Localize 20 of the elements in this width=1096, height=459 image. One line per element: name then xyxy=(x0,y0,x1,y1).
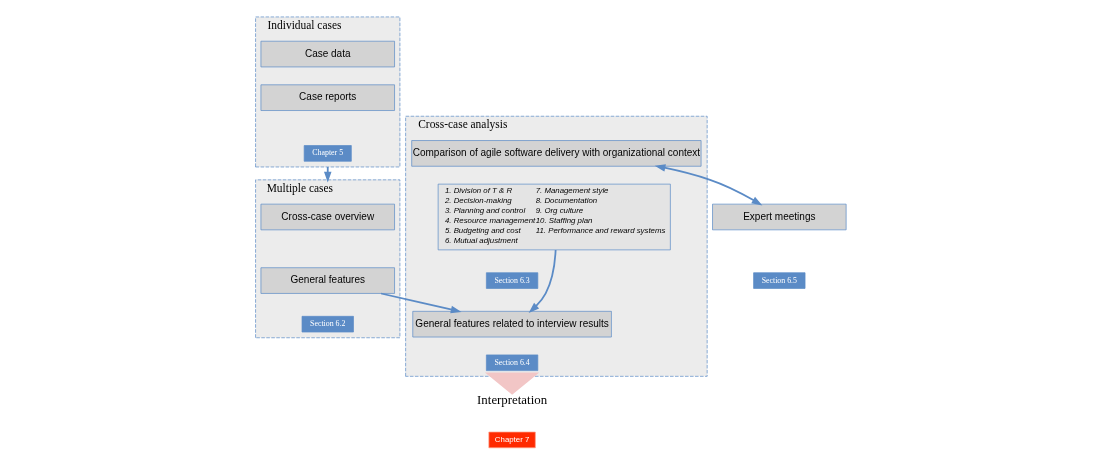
node-box: General features related to interview results xyxy=(412,310,612,338)
arrow xyxy=(323,166,332,183)
node-box: Section 6.2 xyxy=(301,315,354,333)
node-box: Chapter 5 xyxy=(303,145,352,162)
arrow xyxy=(484,372,540,395)
node-box: Section 6.5 xyxy=(753,272,806,289)
node-text: Interpretation xyxy=(477,393,548,408)
node-box: Section 6.4 xyxy=(486,354,539,371)
arrow xyxy=(380,292,462,314)
node-box: Section 6.3 xyxy=(486,272,539,289)
node-box: Comparison of agile software delivery with organizational context xyxy=(411,140,702,167)
node-box: General features xyxy=(260,267,395,294)
node-box: Chapter 7 xyxy=(488,431,536,449)
node-box: 1. Division of T & R 7. Management style 2. Decision-making 8. Documentation 3. Planning and control 9. Org culture 4. Resource management10. Staffing plan 5. Budgeting and cost 11. Performance and reward systems 6. Mutual adjustment xyxy=(437,183,671,251)
node-box: Expert meetings xyxy=(712,203,847,231)
arrow xyxy=(654,164,763,206)
node-box: Case data xyxy=(260,40,395,68)
node-box: Case reports xyxy=(260,84,395,111)
arrow xyxy=(528,249,557,313)
node-box: Cross-case overview xyxy=(260,203,395,231)
